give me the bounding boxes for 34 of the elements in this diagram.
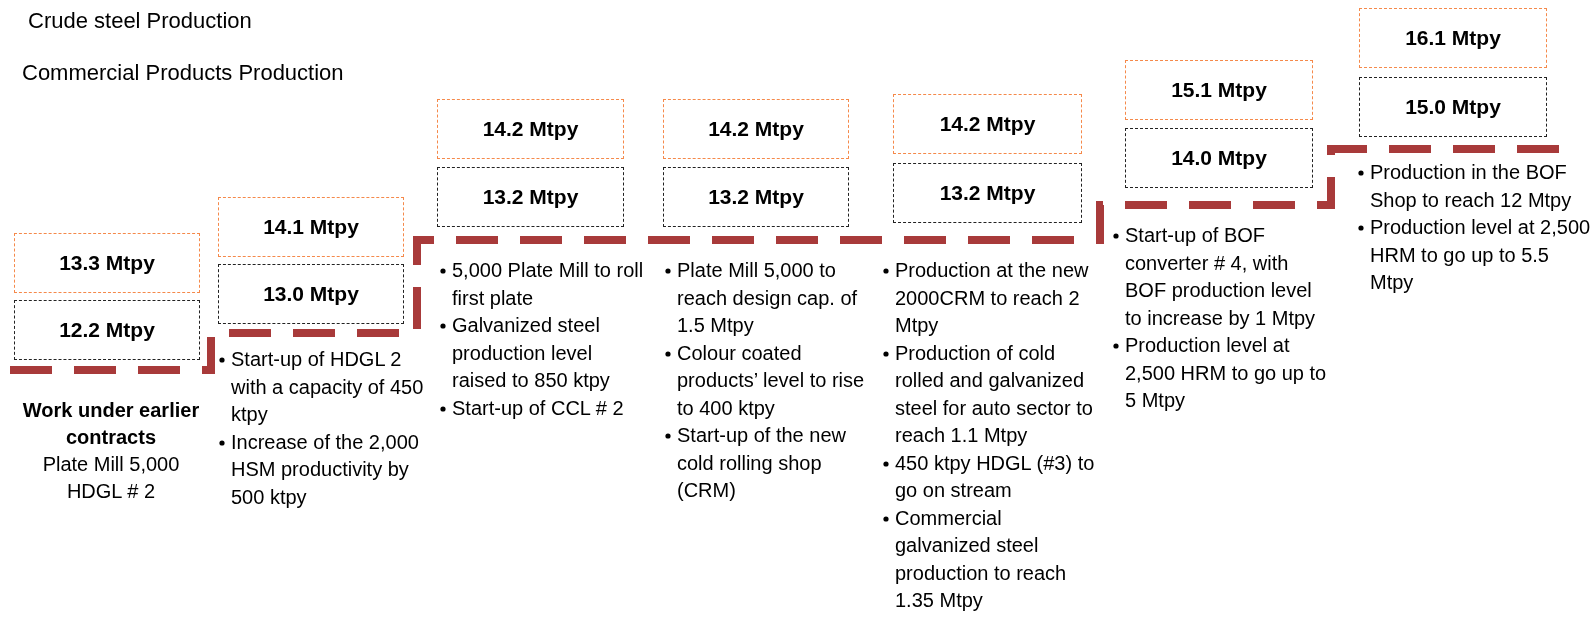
step-heading: Work under earlier contracts xyxy=(22,398,200,450)
bullet-text: Colour coated products’ level to rise to 400 ktpy xyxy=(677,340,866,421)
bullet-text: Start-up of CCL # 2 xyxy=(452,395,625,421)
crude-steel-box: 14.2 Mtpy xyxy=(893,94,1082,154)
bullet-text: Commercial galvanized steel production to reach 1.35 Mtpy xyxy=(895,505,1068,613)
bullet-text: Production of cold rolled and galvanized steel for auto sector to reach 1.1 Mtpy xyxy=(895,340,1094,448)
crude-steel-box: 16.1 Mtpy xyxy=(1359,8,1547,68)
crude-steel-box: 15.1 Mtpy xyxy=(1125,60,1313,120)
commercial-products-box: 13.2 Mtpy xyxy=(437,167,624,227)
commercial-products-box: 12.2 Mtpy xyxy=(14,300,200,360)
commercial-products-box: 14.0 Mtpy xyxy=(1125,128,1313,188)
bullet-text: Increase of the 2,000 HSM productivity by 500 ktpy xyxy=(231,429,420,510)
commercial-products-box: 13.0 Mtpy xyxy=(218,264,404,324)
crude-steel-box: 14.1 Mtpy xyxy=(218,197,404,257)
step-text: Plate Mill 5,000 HDGL # 2 xyxy=(41,452,181,504)
bullet-text: Production level at 2,500 HRM to go up to 5.5 Mtpy xyxy=(1370,215,1592,295)
crude-steel-box: 14.2 Mtpy xyxy=(663,99,849,159)
bullet-text: Production at the new 2000CRM to reach 2 Mtpy xyxy=(895,258,1090,338)
commercial-products-box: 15.0 Mtpy xyxy=(1359,77,1547,137)
crude-steel-box: 13.3 Mtpy xyxy=(14,233,200,293)
bullet-text: Plate Mill 5,000 to reach design cap. of 1.5 Mtpy xyxy=(677,258,859,338)
bullet-text: Production in the BOF Shop to reach 12 Mtpy xyxy=(1370,160,1573,213)
bullet-text: Start-up of the new cold rolling shop (CRM) xyxy=(677,423,847,503)
commercial-products-box: 13.2 Mtpy xyxy=(663,167,849,227)
bullet-text: Galvanized steel production level raised to 850 ktpy xyxy=(452,313,611,393)
bullet-text: Production level at 2,500 HRM to go up to 5 Mtpy xyxy=(1125,333,1328,413)
legend-text: Crude steel Production xyxy=(28,8,252,34)
commercial-products-box: 13.2 Mtpy xyxy=(893,163,1082,223)
bullet-text: Start-up of BOF converter # 4, with BOF production level to increase by 1 Mtpy xyxy=(1125,223,1317,331)
bullet-text: 450 ktpy HDGL (#3) to go on stream xyxy=(895,450,1096,503)
crude-steel-box: 14.2 Mtpy xyxy=(437,99,624,159)
legend-text: Commercial Products Production xyxy=(22,60,344,86)
bullet-text: 5,000 Plate Mill to roll first plate xyxy=(452,258,644,311)
bullet-text: Start-up of HDGL 2 with a capacity of 450 ktpy xyxy=(231,347,425,427)
